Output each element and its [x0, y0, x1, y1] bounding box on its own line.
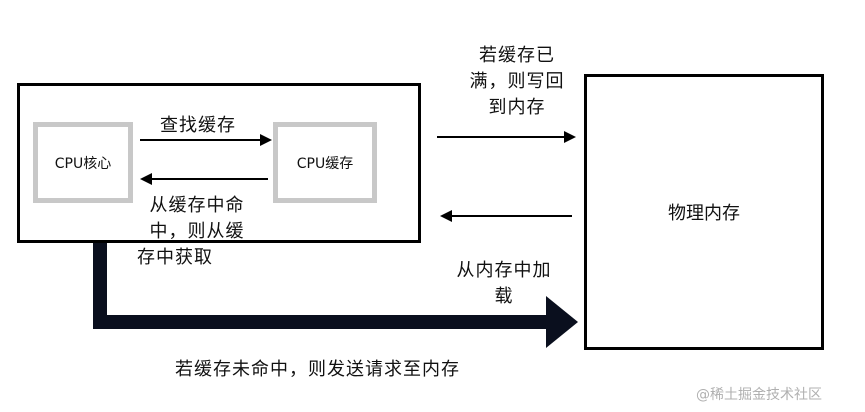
writeback-label-line2: 满，则写回 [469, 71, 565, 92]
cpu-cache-label: CPU缓存 [296, 155, 354, 172]
physical-memory-label: 物理内存 [668, 203, 740, 224]
load-arrow [440, 210, 572, 222]
writeback-label-line1: 若缓存已 [479, 45, 555, 66]
hit-label: 从缓存中命 中，则从缓 存中获取 [137, 193, 257, 271]
lookup-arrow [140, 134, 272, 146]
cpu-core-label: CPU核心 [54, 155, 112, 172]
lookup-label: 查找缓存 [160, 115, 236, 136]
cpu-core-box: CPU核心 [33, 122, 133, 203]
cpu-cache-box: CPU缓存 [273, 122, 377, 203]
hit-label-line1: 从缓存中命 [149, 195, 245, 216]
writeback-label: 若缓存已 满，则写回 到内存 [462, 43, 572, 121]
hit-return-arrow [140, 173, 268, 185]
cpu-container-box [17, 83, 421, 243]
load-label-line2: 载 [494, 286, 514, 307]
miss-label: 若缓存未命中，则发送请求至内存 [175, 359, 460, 380]
load-label: 从内存中加 载 [444, 258, 564, 310]
load-label-line1: 从内存中加 [456, 260, 552, 281]
watermark-text: @稀土掘金技术社区 [696, 387, 822, 403]
physical-memory-box: 物理内存 [584, 74, 824, 350]
hit-label-line3: 存中获取 [137, 247, 213, 268]
hit-label-line2: 中，则从缓 [149, 221, 245, 242]
writeback-arrow [437, 131, 576, 143]
writeback-label-line3: 到内存 [488, 97, 546, 118]
miss-request-arrow [93, 243, 578, 348]
